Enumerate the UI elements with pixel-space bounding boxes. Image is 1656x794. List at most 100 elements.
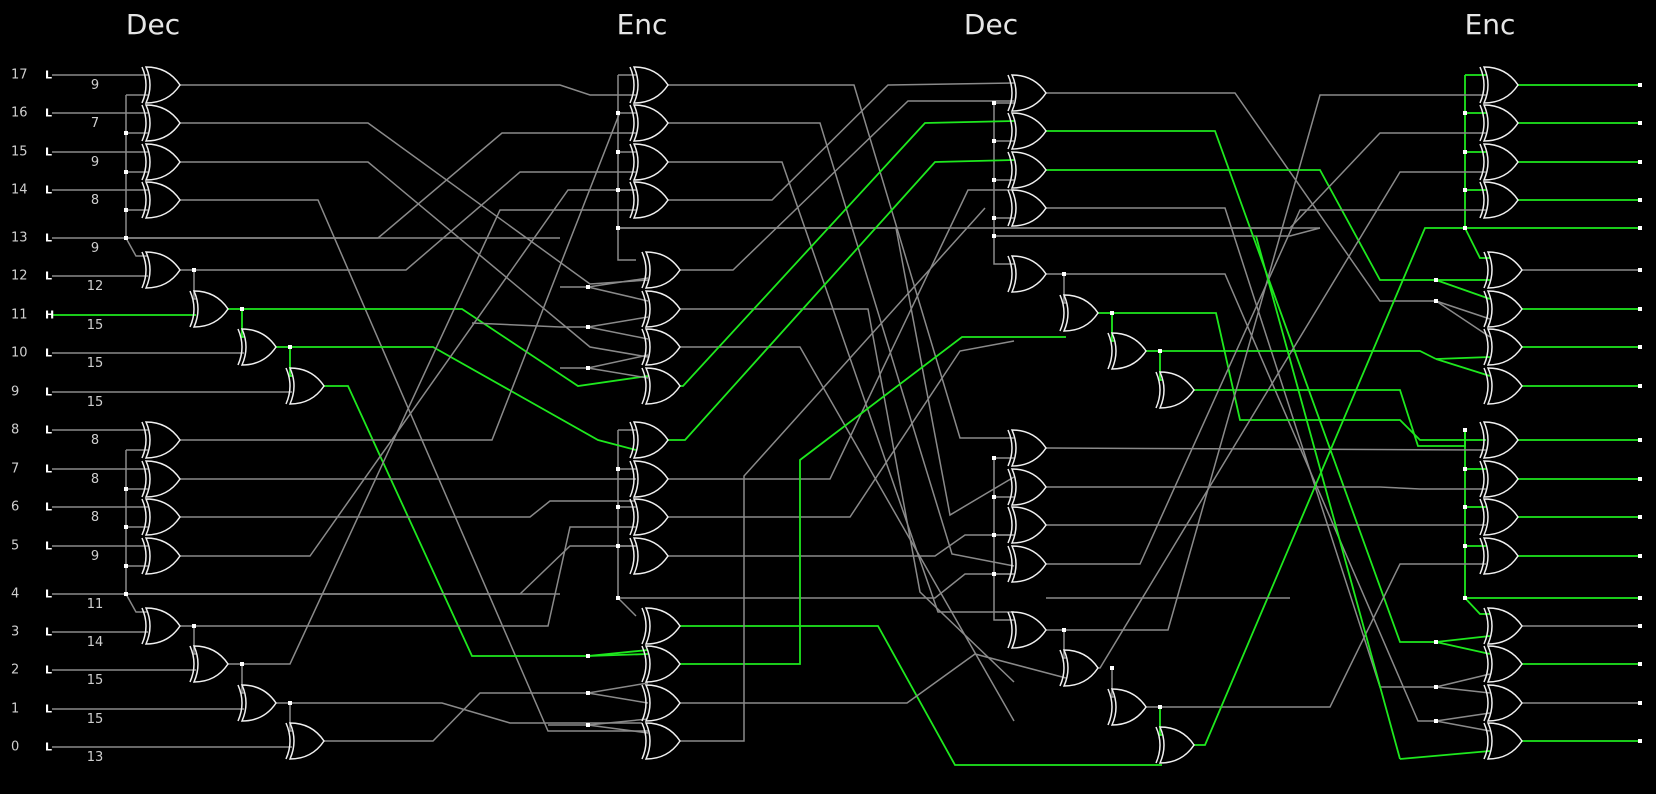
input-level-toggle[interactable]: L [45, 183, 53, 197]
xor-gate[interactable] [629, 460, 669, 498]
junction-dot [1110, 311, 1114, 315]
input-delay: 8 [90, 510, 100, 525]
xor-gate[interactable] [141, 460, 181, 498]
xor-gate[interactable] [629, 181, 669, 219]
input-level-toggle[interactable]: L [45, 269, 53, 283]
xor-gate[interactable] [141, 607, 181, 645]
input-level-toggle[interactable]: L [45, 68, 53, 82]
xor-gate[interactable] [1007, 255, 1047, 293]
xor-gate[interactable] [1483, 367, 1523, 405]
xor-gate[interactable] [1107, 688, 1147, 726]
xor-gate[interactable] [141, 104, 181, 142]
junction-dot [1638, 438, 1642, 442]
wire [587, 692, 649, 704]
xor-gate[interactable] [1007, 506, 1047, 544]
xor-gate[interactable] [629, 421, 669, 459]
xor-gate[interactable] [141, 537, 181, 575]
xor-gate[interactable] [1479, 143, 1519, 181]
xor-gate[interactable] [1483, 645, 1523, 683]
xor-gate[interactable] [237, 328, 277, 366]
input-level-toggle[interactable]: L [45, 500, 53, 514]
xor-gate[interactable] [641, 607, 681, 645]
xor-gate[interactable] [1479, 421, 1519, 459]
wire [1435, 720, 1491, 732]
xor-gate[interactable] [1007, 545, 1047, 583]
xor-gate[interactable] [1479, 181, 1519, 219]
xor-gate[interactable] [141, 181, 181, 219]
input-level-toggle[interactable]: H [45, 308, 55, 322]
input-level-toggle[interactable]: L [45, 145, 53, 159]
xor-gate[interactable] [141, 66, 181, 104]
xor-gate[interactable] [1483, 328, 1523, 366]
wire [668, 159, 1015, 441]
xor-gate[interactable] [629, 143, 669, 181]
xor-gate[interactable] [1007, 189, 1047, 227]
xor-gate[interactable] [641, 290, 681, 328]
xor-gate[interactable] [1479, 537, 1519, 575]
input-level-toggle[interactable]: L [45, 106, 53, 120]
wire [587, 354, 649, 369]
xor-gate[interactable] [285, 367, 325, 405]
xor-gate[interactable] [189, 290, 229, 328]
input-level-toggle[interactable]: L [45, 702, 53, 716]
xor-gate[interactable] [1107, 332, 1147, 370]
section-title-enc-2: Enc [1464, 8, 1516, 41]
input-level-toggle[interactable]: L [45, 423, 53, 437]
xor-gate[interactable] [237, 684, 277, 722]
xor-gate[interactable] [141, 421, 181, 459]
xor-gate[interactable] [1479, 104, 1519, 142]
xor-gate[interactable] [1059, 294, 1099, 332]
xor-gate[interactable] [1007, 74, 1047, 112]
xor-gate[interactable] [629, 104, 669, 142]
junction-dot [1638, 662, 1642, 666]
xor-gate[interactable] [1007, 468, 1047, 506]
xor-gate[interactable] [1483, 684, 1523, 722]
input-level-toggle[interactable]: L [45, 539, 53, 553]
xor-gate[interactable] [141, 251, 181, 289]
input-index: 15 [11, 144, 28, 160]
xor-gate[interactable] [1479, 498, 1519, 536]
xor-gate[interactable] [1483, 290, 1523, 328]
input-index: 12 [11, 268, 28, 284]
input-delay: 13 [86, 750, 104, 765]
xor-gate[interactable] [1155, 726, 1195, 764]
junction-dot [124, 208, 128, 212]
xor-gate[interactable] [1155, 371, 1195, 409]
xor-gate[interactable] [629, 66, 669, 104]
xor-gate[interactable] [1483, 722, 1523, 760]
xor-gate[interactable] [285, 722, 325, 760]
xor-gate[interactable] [1007, 151, 1047, 189]
xor-gate[interactable] [1479, 460, 1519, 498]
xor-gate[interactable] [629, 537, 669, 575]
xor-gate[interactable] [1483, 607, 1523, 645]
xor-gate[interactable] [641, 722, 681, 760]
xor-gate[interactable] [641, 645, 681, 683]
xor-gate[interactable] [641, 251, 681, 289]
wire [241, 664, 244, 694]
xor-gate[interactable] [1007, 611, 1047, 649]
input-delay: 7 [90, 116, 100, 131]
xor-gate[interactable] [641, 367, 681, 405]
xor-gate[interactable] [629, 498, 669, 536]
input-level-toggle[interactable]: L [45, 663, 53, 677]
wire [125, 237, 148, 257]
junction-dot [240, 307, 244, 311]
input-level-toggle[interactable]: L [45, 346, 53, 360]
xor-gate[interactable] [1479, 66, 1519, 104]
input-level-toggle[interactable]: L [45, 625, 53, 639]
xor-gate[interactable] [141, 498, 181, 536]
xor-gate[interactable] [141, 143, 181, 181]
input-level-toggle[interactable]: L [45, 385, 53, 399]
input-level-toggle[interactable]: L [45, 587, 53, 601]
xor-gate[interactable] [1483, 251, 1523, 289]
xor-gate[interactable] [641, 684, 681, 722]
xor-gate[interactable] [189, 645, 229, 683]
wire [180, 122, 649, 285]
xor-gate[interactable] [641, 328, 681, 366]
xor-gate[interactable] [1007, 429, 1047, 467]
xor-gate[interactable] [1007, 112, 1047, 150]
input-level-toggle[interactable]: L [45, 231, 53, 245]
input-level-toggle[interactable]: L [45, 462, 53, 476]
xor-gate[interactable] [1059, 649, 1099, 687]
input-level-toggle[interactable]: L [45, 740, 53, 754]
